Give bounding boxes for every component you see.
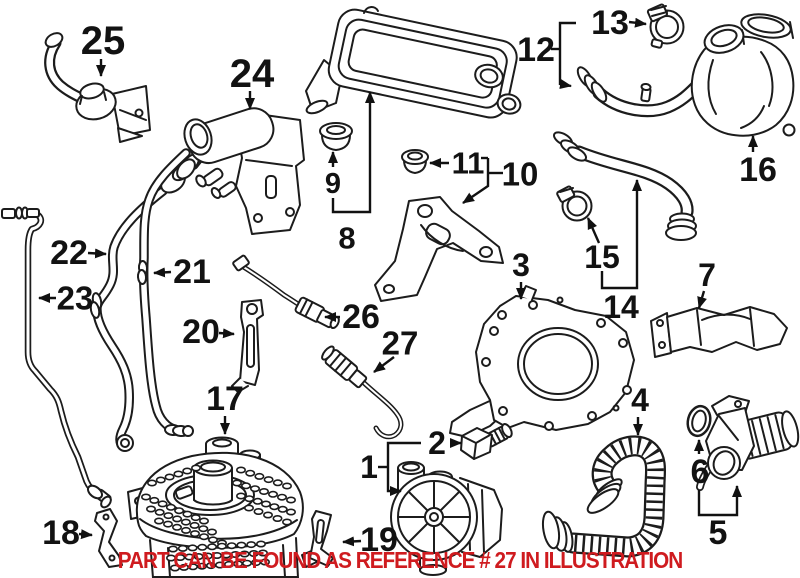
part-label-15: 15 bbox=[584, 239, 620, 275]
leader-22 bbox=[87, 248, 107, 259]
part-label-10: 10 bbox=[502, 156, 539, 193]
reference-note: PART CAN BE FOUND AS REFERENCE # 27 IN I… bbox=[117, 547, 683, 573]
leader-15 bbox=[586, 217, 601, 244]
part-19-bracket-drawing bbox=[301, 510, 334, 568]
part-label-11: 11 bbox=[452, 146, 485, 181]
part-label-1: 1 bbox=[360, 449, 378, 485]
part-15-clamp-drawing bbox=[556, 185, 593, 222]
part-label-18: 18 bbox=[42, 514, 80, 552]
part-label-24: 24 bbox=[230, 52, 275, 96]
leader-14 bbox=[600, 179, 642, 290]
part-25-valve-drawing bbox=[44, 32, 151, 143]
part-7-bracket-drawing bbox=[650, 306, 788, 358]
part-label-9: 9 bbox=[325, 168, 341, 200]
part-8-reservoir-drawing bbox=[305, 6, 522, 119]
part-6-o-ring-drawing bbox=[686, 404, 712, 438]
leader-1 bbox=[386, 441, 421, 496]
part-24-bracket-assembly-drawing bbox=[176, 107, 305, 235]
part-label-13: 13 bbox=[591, 4, 629, 42]
part-23-tube-drawing bbox=[1, 206, 112, 509]
part-label-4: 4 bbox=[631, 382, 649, 418]
leader-12 bbox=[558, 21, 576, 89]
leader-7 bbox=[697, 290, 707, 309]
leader-27 bbox=[373, 356, 395, 373]
part-9-grommet-drawing bbox=[319, 122, 353, 151]
part-4-corrugated-hose-drawing bbox=[541, 435, 667, 558]
part-27-oxygen-sensor-drawing bbox=[321, 345, 404, 440]
part-label-6: 6 bbox=[691, 453, 710, 491]
part-label-25: 25 bbox=[81, 19, 126, 63]
leader-19 bbox=[342, 536, 362, 547]
part-label-17: 17 bbox=[206, 380, 244, 418]
leader-18 bbox=[78, 529, 93, 540]
part-2-sensor-drawing bbox=[460, 423, 513, 460]
part-label-26: 26 bbox=[342, 298, 380, 336]
part-label-7: 7 bbox=[698, 257, 716, 293]
leader-20 bbox=[218, 328, 235, 339]
part-label-2: 2 bbox=[428, 425, 446, 461]
part-label-23: 23 bbox=[57, 280, 94, 317]
part-3-plate-drawing bbox=[449, 285, 635, 438]
leader-21 bbox=[153, 267, 172, 278]
leader-13 bbox=[628, 17, 647, 28]
part-label-27: 27 bbox=[382, 325, 419, 362]
part-label-20: 20 bbox=[182, 313, 220, 351]
leader-8 bbox=[331, 91, 375, 214]
leader-lines bbox=[38, 17, 758, 547]
part-11-grommet-drawing bbox=[401, 149, 429, 174]
part-label-5: 5 bbox=[709, 514, 728, 552]
part-label-21: 21 bbox=[173, 253, 211, 291]
part-label-16: 16 bbox=[739, 151, 777, 189]
part-label-3: 3 bbox=[512, 247, 530, 283]
part-label-22: 22 bbox=[50, 234, 88, 272]
part-16-housing-drawing bbox=[690, 13, 796, 137]
part-label-19: 19 bbox=[360, 521, 398, 559]
part-17-filter-housing-drawing bbox=[127, 436, 304, 578]
leader-10 bbox=[462, 158, 490, 204]
part-13-clamp-drawing bbox=[646, 3, 685, 49]
part-label-12: 12 bbox=[517, 31, 555, 69]
leader-5 bbox=[697, 485, 742, 517]
part-18-bracket-drawing bbox=[94, 508, 123, 568]
part-21-hose-drawing bbox=[136, 148, 194, 438]
part-5-combi-valve-drawing bbox=[696, 395, 800, 491]
part-label-8: 8 bbox=[338, 221, 355, 256]
part-20-strip-bracket-drawing bbox=[231, 299, 264, 393]
part-label-14: 14 bbox=[603, 289, 639, 325]
part-10-bracket-drawing bbox=[374, 196, 504, 302]
part-14-hose-drawing bbox=[552, 131, 697, 241]
part-1-air-pump-drawing bbox=[390, 461, 503, 576]
